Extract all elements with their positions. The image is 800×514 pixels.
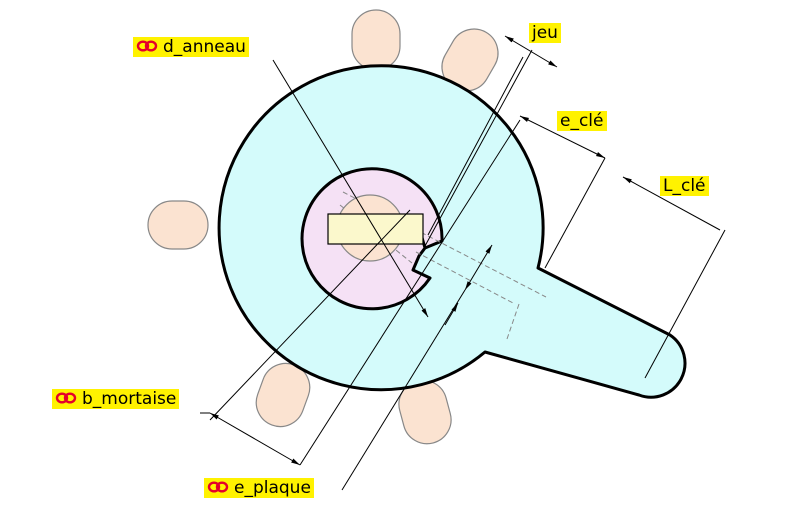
dimension-lines xyxy=(200,35,726,491)
chain-link-icon xyxy=(55,392,77,404)
label-jeu-text: jeu xyxy=(532,23,558,43)
label-b-mortaise-text: b_mortaise xyxy=(82,389,177,409)
label-d-anneau: d_anneau xyxy=(133,37,249,57)
label-jeu: jeu xyxy=(529,23,561,43)
label-e-plaque: e_plaque xyxy=(204,478,314,498)
finger-top xyxy=(351,9,401,71)
finger-left xyxy=(147,200,209,250)
label-l-cle: L_clé xyxy=(660,176,709,196)
chain-link-icon xyxy=(136,40,158,52)
label-e-cle-text: e_clé xyxy=(560,111,604,131)
key-plate xyxy=(217,64,687,399)
hidden-key xyxy=(339,191,547,340)
label-d-anneau-text: d_anneau xyxy=(163,37,246,57)
fingers xyxy=(147,9,499,445)
label-b-mortaise: b_mortaise xyxy=(52,389,180,409)
label-e-cle: e_clé xyxy=(557,111,607,131)
label-l-cle-text: L_clé xyxy=(663,176,706,196)
label-e-plaque-text: e_plaque xyxy=(234,478,311,498)
chain-link-icon xyxy=(207,481,229,493)
